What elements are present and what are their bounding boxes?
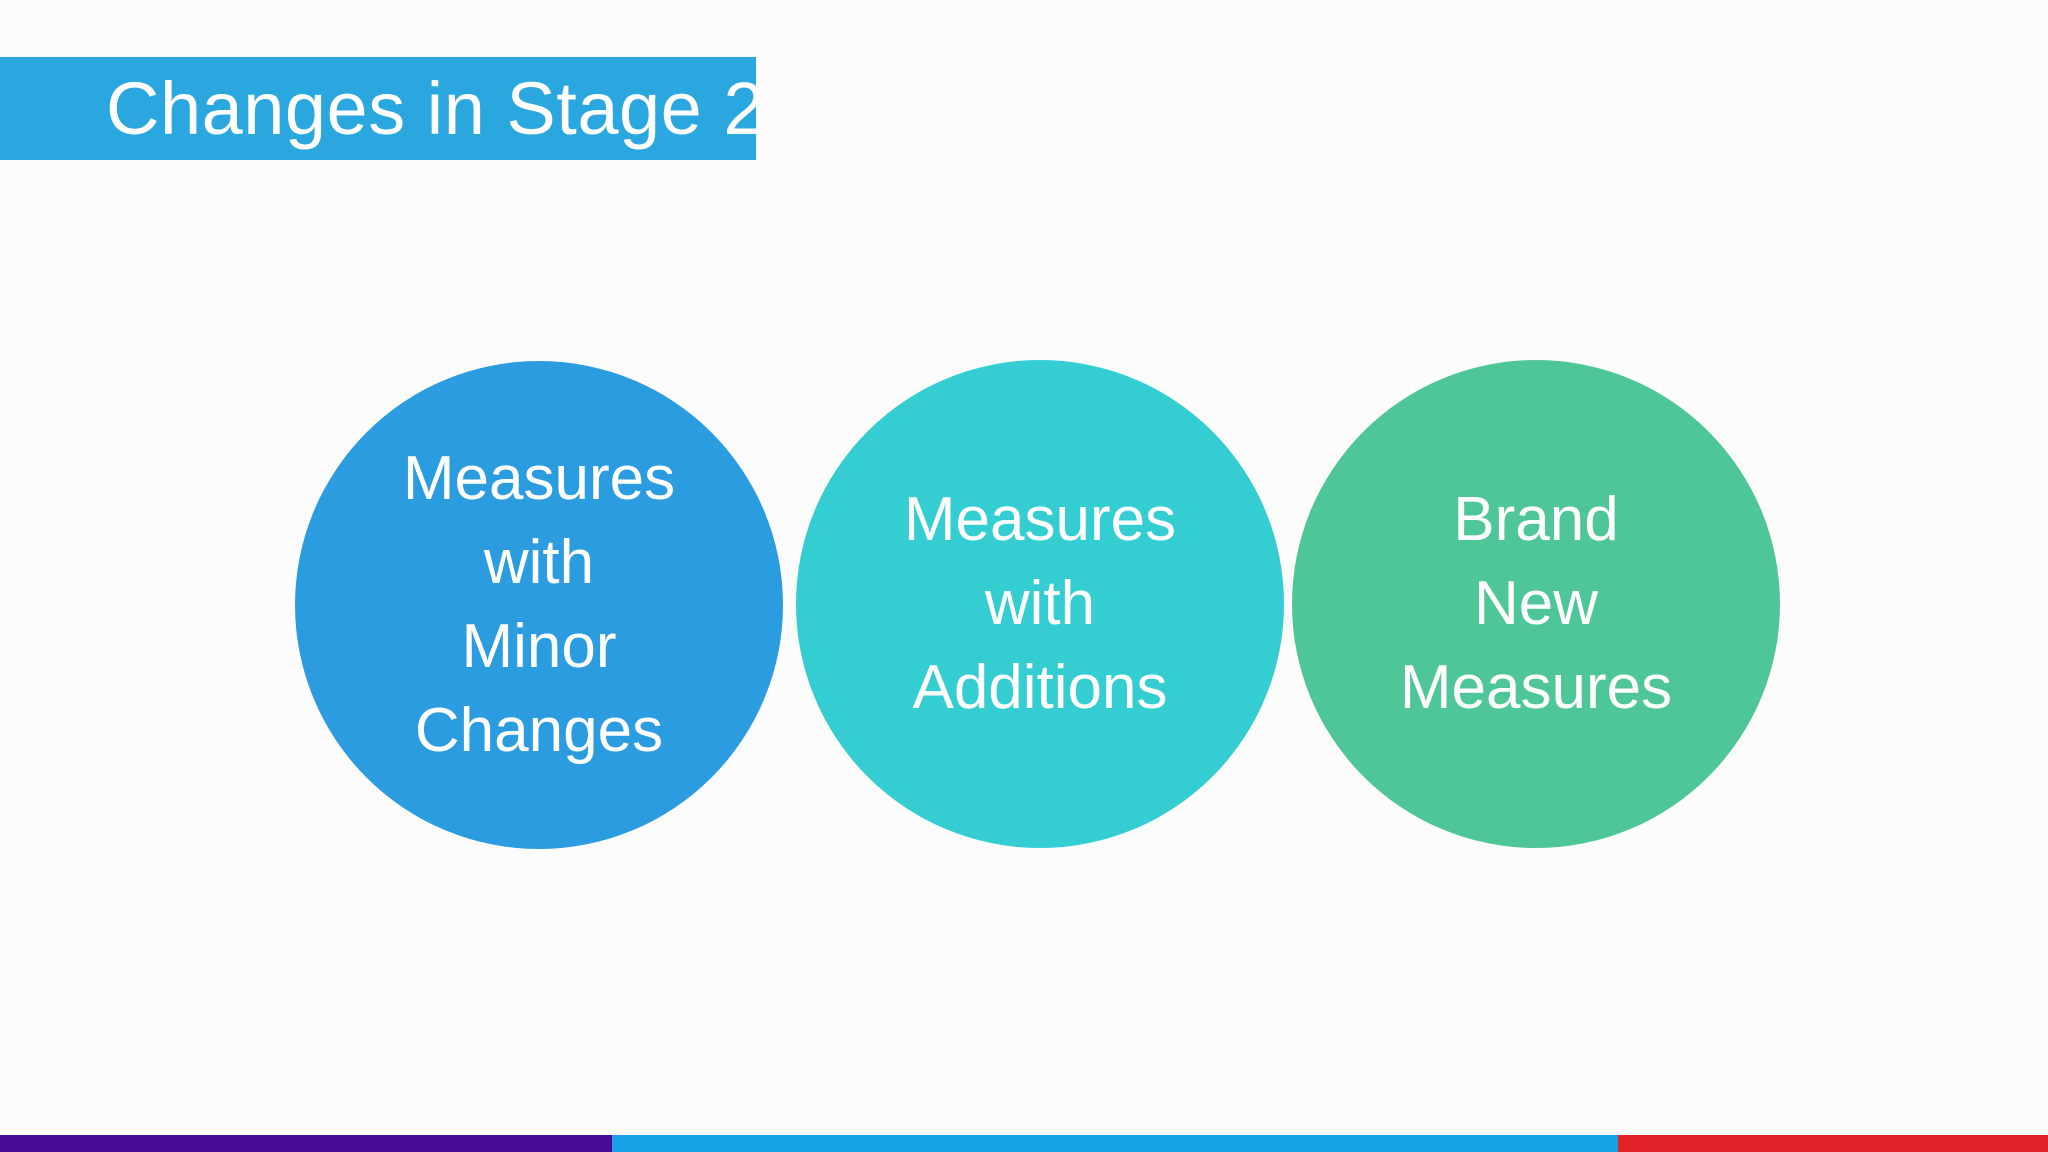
footer-segment-purple: [0, 1135, 612, 1152]
footer-accent-bar: [0, 1135, 2048, 1152]
circle-brand-new-measures-label: Brand New Measures: [1399, 485, 1673, 722]
footer-segment-red: [1618, 1135, 2048, 1152]
footer-segment-blue: [612, 1135, 1618, 1152]
slide-title-bar: Changes in Stage 2: [0, 57, 765, 160]
circle-measures-minor-changes: Measures with Minor Changes: [295, 361, 783, 849]
circle-measures-minor-changes-label: Measures with Minor Changes: [402, 444, 676, 765]
slide-title: Changes in Stage 2: [106, 67, 766, 150]
circle-measures-with-additions-label: Measures with Additions: [903, 485, 1177, 722]
circle-measures-with-additions: Measures with Additions: [796, 360, 1284, 848]
circle-brand-new-measures: Brand New Measures: [1292, 360, 1780, 848]
